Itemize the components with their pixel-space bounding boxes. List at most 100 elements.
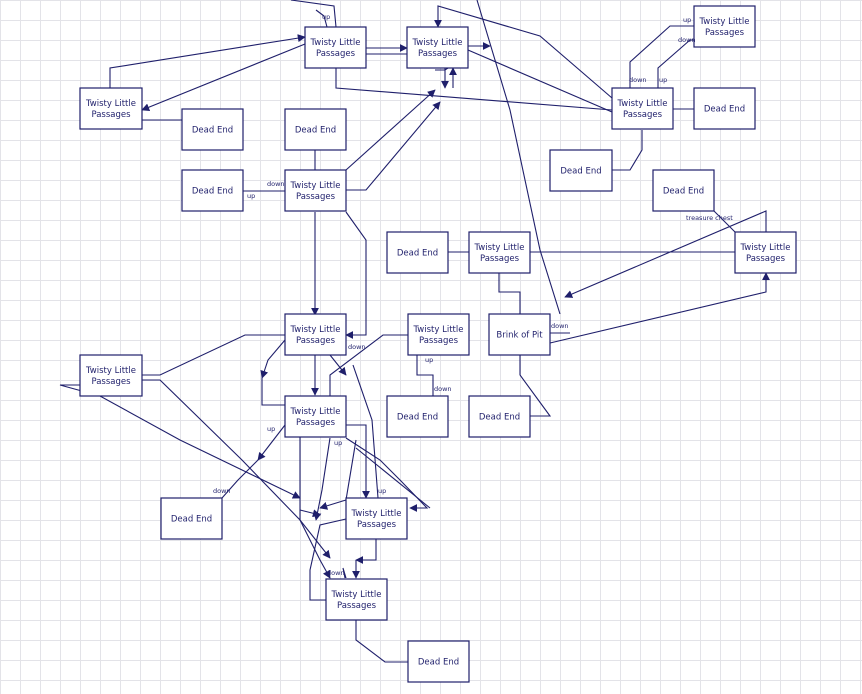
- room-node[interactable]: Dead End: [549, 149, 613, 192]
- edge-label: up: [378, 487, 386, 495]
- room-name: Dead End: [295, 126, 336, 136]
- room-name: Dead End: [192, 126, 233, 136]
- connection: [355, 538, 377, 564]
- room-box: [345, 497, 408, 540]
- connection: [141, 43, 306, 112]
- room-node[interactable]: Dead End: [693, 87, 756, 130]
- room-node[interactable]: Dead End: [652, 169, 715, 212]
- room-name: Twisty Little: [85, 99, 136, 109]
- room-node[interactable]: Dead End: [407, 640, 470, 683]
- room-name: Passages: [296, 336, 336, 346]
- room-name: Passages: [316, 49, 356, 59]
- room-name: Passages: [337, 601, 377, 611]
- room-node[interactable]: Dead End: [160, 497, 223, 540]
- room-name: Twisty Little: [699, 17, 750, 27]
- room-node[interactable]: Dead End: [386, 395, 449, 438]
- room-box: [284, 169, 347, 212]
- edge-label: down: [327, 569, 345, 577]
- room-name: Twisty Little: [412, 38, 463, 48]
- room-name: Passages: [480, 254, 520, 264]
- connection: [345, 437, 429, 512]
- edge-label: up: [425, 356, 433, 364]
- edge-label: down: [348, 343, 366, 351]
- connection: [476, 0, 484, 21]
- room-box: [693, 5, 756, 48]
- room-box: [284, 108, 347, 151]
- room-node[interactable]: Dead End: [386, 231, 449, 274]
- edge-label: up: [267, 425, 275, 433]
- connection: [142, 379, 331, 559]
- room-name: Dead End: [560, 167, 601, 177]
- room-name: Twisty Little: [290, 325, 341, 335]
- edge-label: treasure chest: [686, 214, 733, 222]
- connection: [290, 0, 337, 28]
- edge-label: down: [434, 385, 452, 393]
- room-box: [693, 87, 756, 130]
- room-box: [652, 169, 715, 212]
- connection: [467, 49, 613, 113]
- room-name: Dead End: [663, 187, 704, 197]
- room-name: Passages: [296, 192, 336, 202]
- room-name: Dead End: [704, 105, 745, 115]
- room-node[interactable]: Dead End: [468, 395, 531, 438]
- connection: [345, 211, 367, 339]
- room-name: Twisty Little: [740, 243, 791, 253]
- connection: [142, 334, 285, 376]
- connection: [355, 447, 431, 509]
- edge-label: up: [247, 192, 255, 200]
- connection: [315, 9, 328, 28]
- room-node[interactable]: Dead End: [284, 108, 347, 151]
- edge-label: up: [334, 439, 342, 447]
- room-name: Twisty Little: [413, 325, 464, 335]
- connection: [260, 339, 286, 379]
- room-name: Dead End: [418, 658, 459, 668]
- room-box: [468, 231, 531, 274]
- room-name: Twisty Little: [85, 366, 136, 376]
- connection: [309, 518, 347, 601]
- room-name: Passages: [91, 377, 131, 387]
- room-name: Twisty Little: [290, 407, 341, 417]
- connection: [342, 567, 347, 579]
- room-node[interactable]: Brink of Pit: [488, 313, 551, 356]
- connection: [482, 19, 561, 315]
- edge-label: down: [551, 322, 569, 330]
- room-name: Dead End: [192, 187, 233, 197]
- room-box: [734, 231, 797, 274]
- connection: [59, 384, 301, 499]
- room-box: [181, 169, 244, 212]
- connection: [299, 509, 321, 518]
- connection: [434, 5, 613, 99]
- edge-label: up: [683, 16, 691, 24]
- connection: [109, 34, 306, 88]
- room-box: [468, 395, 531, 438]
- connection: [564, 210, 767, 298]
- room-name: Passages: [746, 254, 786, 264]
- room-box: [284, 313, 347, 356]
- room-name: Twisty Little: [310, 38, 361, 48]
- room-box: [386, 231, 449, 274]
- room-box: [407, 640, 470, 683]
- connection: [713, 210, 736, 233]
- room-name: Twisty Little: [331, 590, 382, 600]
- room-name: Twisty Little: [474, 243, 525, 253]
- room-name: Twisty Little: [617, 99, 668, 109]
- room-name: Passages: [705, 28, 745, 38]
- room-node[interactable]: Dead End: [181, 169, 244, 212]
- room-node[interactable]: Dead End: [181, 108, 244, 151]
- room-box: [181, 108, 244, 151]
